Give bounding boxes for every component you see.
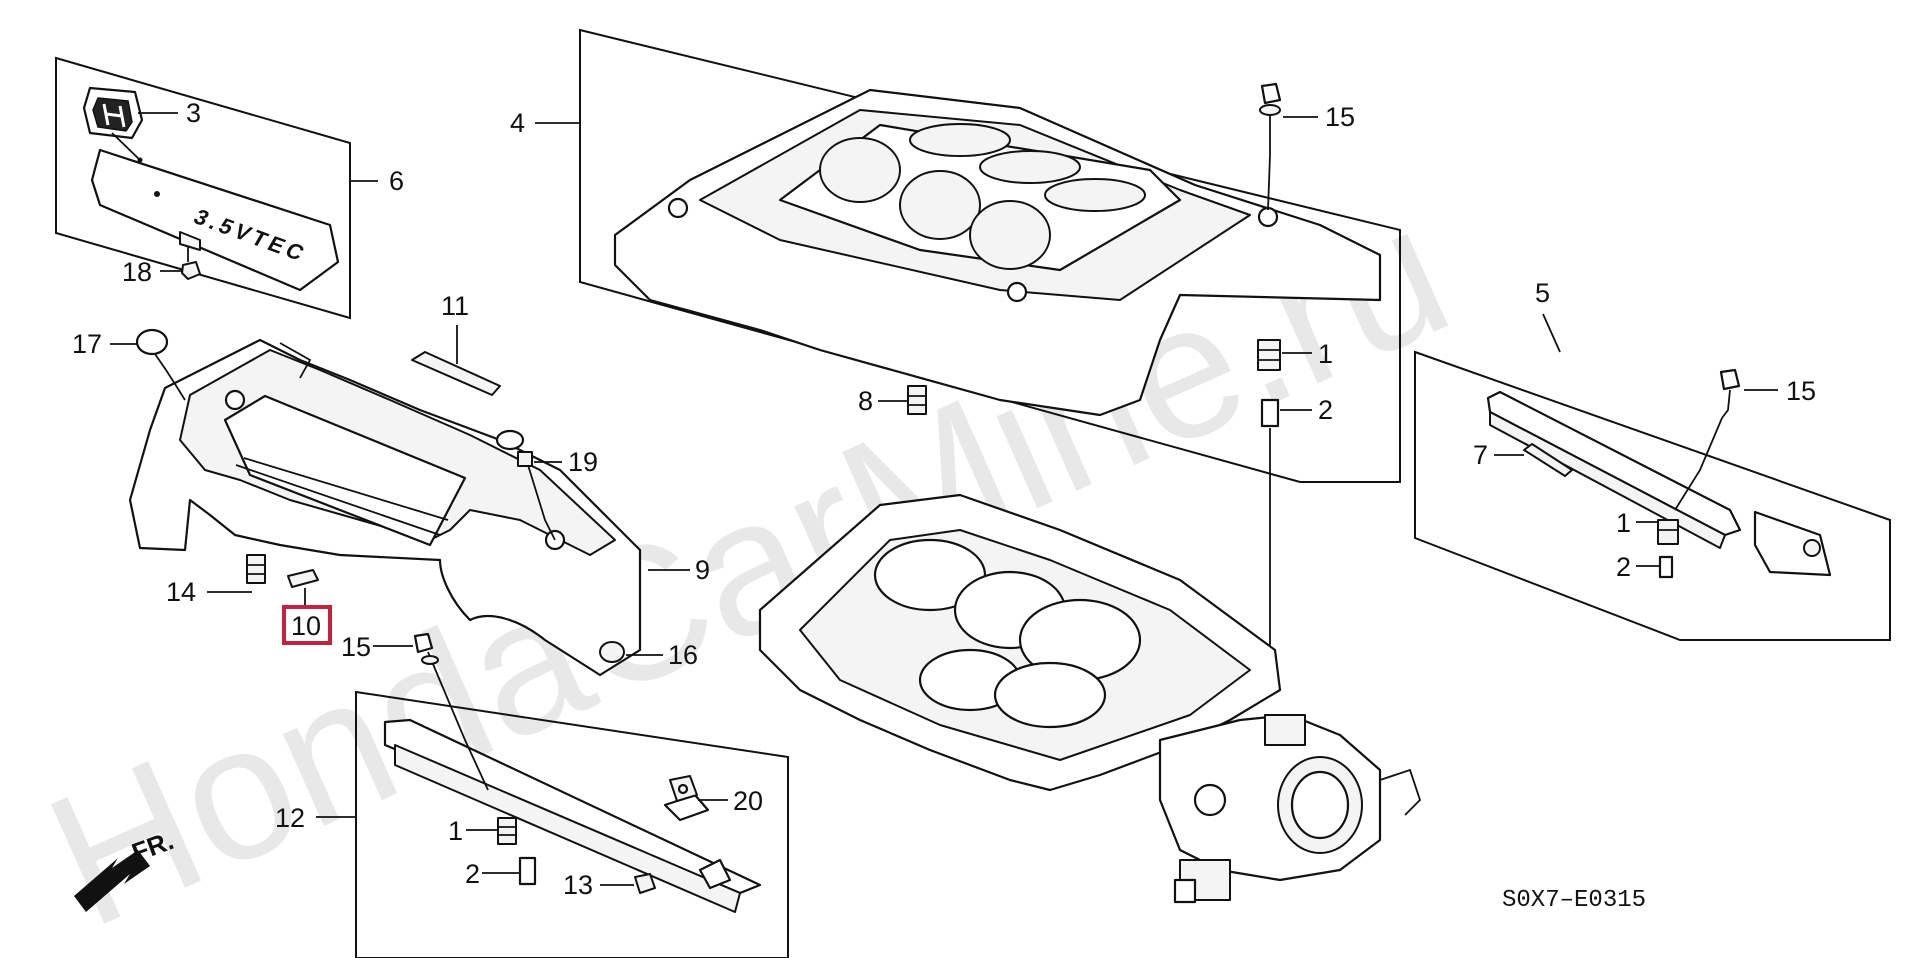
panel-line-a (235, 464, 441, 536)
cover-4-runner-6 (1044, 178, 1146, 212)
callout-19: 19 (568, 447, 598, 477)
strip-7 (1523, 443, 1573, 477)
callout-14: 14 (166, 577, 196, 607)
cover-4-boss-2 (1006, 281, 1028, 303)
engine-cover-9 (128, 338, 642, 677)
panel-line-b (243, 457, 449, 521)
cover-4-runner-1 (819, 137, 901, 203)
cover-9-tab (279, 342, 312, 379)
throttle-body (1158, 713, 1422, 904)
emblem-cover-group: 3.5VTEC 3 6 18 (55, 56, 404, 320)
plug-17 (135, 328, 186, 401)
manifold-plenum-5 (993, 661, 1107, 729)
callout-13: 13 (563, 870, 593, 900)
engine-cover-4 (613, 88, 1382, 417)
intake-manifold (758, 493, 1282, 792)
bolt-15c (1674, 368, 1741, 511)
cover-4-runner-2 (899, 170, 981, 240)
callout-12: 12 (275, 803, 305, 833)
callout-11: 11 (441, 291, 469, 321)
bolt-15b (1259, 82, 1282, 211)
cover-4-runner-5 (979, 150, 1081, 184)
bracket-5 (1486, 390, 1832, 577)
cover-4-boss-3 (1257, 206, 1279, 228)
callout-20: 20 (733, 786, 763, 816)
bracket-box-outline (355, 690, 789, 958)
throttle-connector (1173, 878, 1197, 904)
throttle-boss (1193, 783, 1227, 817)
strip-11 (411, 351, 501, 396)
callout-10: 10 (291, 611, 321, 641)
callout-6: 6 (389, 166, 404, 196)
bracket-5-box-outline (1414, 350, 1891, 641)
collar-2a (518, 856, 537, 886)
throttle-sensor (1264, 714, 1306, 746)
grommet-1c (1657, 519, 1679, 545)
drawing-code: S0X7–E0315 (1502, 887, 1646, 914)
cover-4-box-outline (579, 28, 1401, 483)
callout-1a: 1 (448, 816, 463, 846)
callout-15a: 15 (341, 632, 371, 662)
emblem-plate (90, 148, 340, 292)
callout-1c: 1 (1616, 508, 1631, 538)
grommet-8 (907, 385, 927, 415)
bracket-5-plate (1753, 510, 1832, 577)
throttle-plate (1290, 770, 1350, 840)
callout-18: 18 (122, 257, 152, 287)
emblem-box-outline (55, 56, 351, 320)
collar-2c (1658, 555, 1674, 579)
emblem-plate-tab (179, 231, 201, 251)
grommet-14 (246, 554, 266, 584)
cover-9-boss-left (224, 389, 246, 411)
h-badge (82, 86, 144, 140)
callout-1b: 1 (1318, 339, 1333, 369)
throttle-link (1379, 768, 1422, 816)
callout-17: 17 (72, 329, 102, 359)
cover-4-runner-3 (969, 200, 1051, 270)
grommet-16 (599, 641, 625, 663)
bolt-15a (413, 632, 489, 791)
grommet-1b (1257, 339, 1281, 371)
callout-7: 7 (1473, 440, 1488, 470)
screw-19 (495, 429, 556, 541)
callout-4: 4 (510, 108, 525, 138)
nut-13 (634, 873, 656, 894)
callout-2c: 2 (1616, 552, 1631, 582)
lead-5 (1542, 313, 1561, 353)
callout-15b: 15 (1325, 102, 1355, 132)
emblem-hole (154, 191, 160, 197)
nut-18 (181, 246, 201, 280)
callout-15c: 15 (1786, 376, 1816, 406)
callout-8: 8 (858, 386, 873, 416)
cover-4-boss-1 (667, 197, 689, 219)
callout-9: 9 (695, 555, 710, 585)
collar-2b (1260, 398, 1280, 428)
cover-4-runner-4 (909, 123, 1011, 157)
clip-10 (287, 569, 319, 588)
nut-20 (669, 775, 698, 802)
callout-3: 3 (186, 98, 201, 128)
callout-2a: 2 (465, 859, 480, 889)
callout-5: 5 (1535, 278, 1550, 308)
callout-2b: 2 (1318, 395, 1333, 425)
grommet-1a (497, 817, 517, 845)
bracket-12 (383, 718, 762, 913)
callout-10-highlight (282, 605, 332, 645)
callout-16: 16 (668, 640, 698, 670)
lead-3-pin (111, 132, 141, 161)
